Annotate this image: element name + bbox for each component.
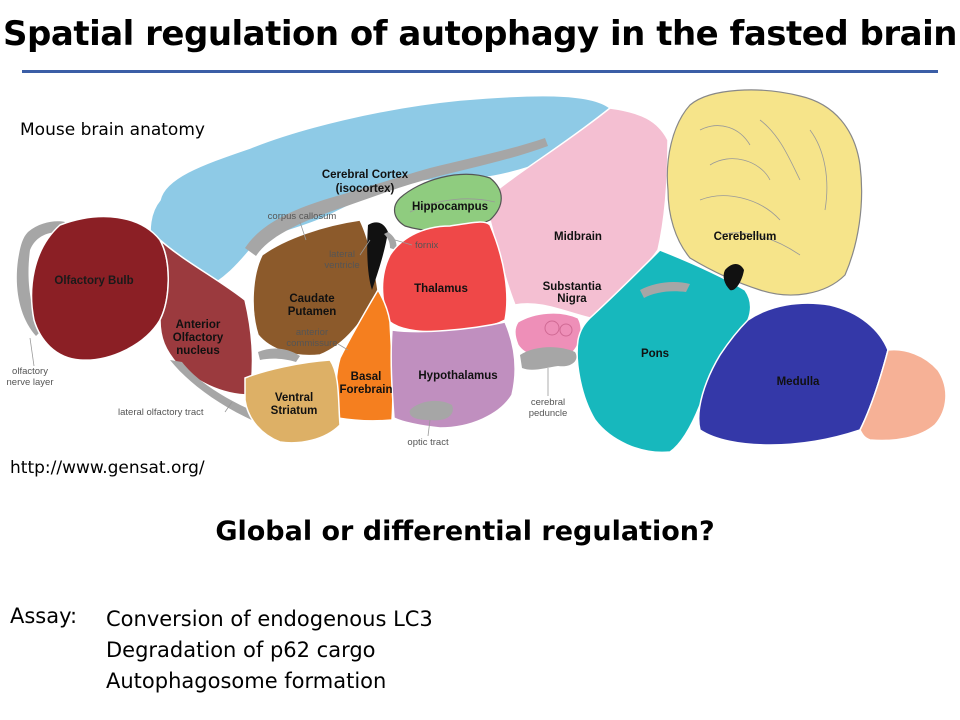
- label-olfactory-nerve-1: olfactory: [12, 366, 48, 377]
- label-aon-3: nucleus: [176, 345, 219, 357]
- leader-anterior-commissure: [337, 343, 349, 351]
- leader-lateral-ventricle: [359, 239, 371, 256]
- substantia-detail-2: [559, 323, 573, 337]
- structure-lateral-ventricle: [367, 222, 388, 290]
- region-midbrain: [484, 107, 669, 319]
- assay-item: Conversion of endogenous LC3: [106, 607, 433, 631]
- label-cerebral-peduncle-1: cerebral: [531, 397, 565, 408]
- label-optic-tract: optic tract: [407, 437, 449, 448]
- label-ventral-2: Striatum: [271, 405, 318, 417]
- structure-ac-band: [258, 348, 300, 362]
- hippocampus-layer: [409, 198, 496, 213]
- leader-lateral-olfactory-tract: [224, 401, 233, 413]
- label-caudate-1: Caudate: [289, 293, 334, 305]
- label-fornix: fornix: [415, 240, 438, 251]
- label-ventral-1: Ventral: [275, 392, 313, 404]
- research-question: Global or differential regulation?: [215, 516, 715, 547]
- structure-optic-tract: [409, 400, 453, 421]
- label-lateral-ventricle-1: lateral: [329, 249, 355, 260]
- label-lateral-olfactory-tract: lateral olfactory tract: [118, 407, 204, 418]
- cerebellum-folia: [699, 119, 828, 256]
- brain-anatomy-diagram: Cerebral Cortex (isocortex) Hippocampus …: [7, 89, 947, 454]
- region-anterior-olfactory-nucleus: [159, 239, 254, 396]
- structure-olfactory-nerve-layer: [16, 221, 65, 336]
- label-aon-1: Anterior: [176, 319, 221, 331]
- title-divider: [22, 70, 938, 73]
- structure-pons-tract: [640, 282, 690, 298]
- label-substantia-1: Substantia: [543, 281, 602, 293]
- label-midbrain: Midbrain: [554, 231, 602, 243]
- label-basal-2: Forebrain: [339, 384, 392, 396]
- label-caudate-2: Putamen: [288, 306, 337, 318]
- region-cerebellum: [666, 89, 863, 296]
- label-thalamus: Thalamus: [414, 283, 468, 295]
- assay-label: Assay:: [10, 604, 78, 628]
- structure-corpus-callosum: [245, 138, 548, 256]
- structure-fourth-ventricle: [723, 264, 744, 291]
- assay-item: Autophagosome formation: [106, 669, 387, 693]
- label-olfactory-bulb: Olfactory Bulb: [54, 275, 133, 287]
- leader-optic-tract: [427, 419, 431, 437]
- structure-cerebral-peduncle: [520, 347, 577, 370]
- label-cerebral-cortex: Cerebral Cortex: [322, 169, 409, 181]
- slide-title: Spatial regulation of autophagy in the f…: [3, 14, 957, 54]
- region-olfactory-bulb: [30, 215, 169, 361]
- label-cerebral-cortex-sub: (isocortex): [336, 183, 395, 195]
- substantia-detail-1: [544, 320, 560, 336]
- leader-fornix: [394, 239, 413, 246]
- figure-caption: Mouse brain anatomy: [20, 120, 205, 140]
- label-substantia-2: Nigra: [557, 293, 587, 305]
- label-corpus-callosum: corpus callosum: [268, 211, 337, 222]
- label-anterior-commissure-1: anterior: [296, 327, 328, 338]
- label-cerebellum: Cerebellum: [714, 231, 777, 243]
- label-anterior-commissure-2: commissure: [286, 338, 337, 349]
- leader-olfactory-nerve: [29, 337, 35, 367]
- label-hypothalamus: Hypothalamus: [418, 370, 497, 382]
- figure-source-link[interactable]: http://www.gensat.org/: [10, 458, 205, 478]
- leader-corpus-callosum: [299, 221, 307, 241]
- region-spinal-cord: [859, 348, 947, 442]
- assay-item: Degradation of p62 cargo: [106, 638, 376, 662]
- structure-fornix: [384, 232, 397, 250]
- label-olfactory-nerve-2: nerve layer: [7, 377, 54, 388]
- region-hypothalamus: [390, 321, 516, 429]
- region-hippocampus: [394, 173, 502, 232]
- region-ventral-striatum: [244, 359, 341, 444]
- label-lateral-ventricle-2: ventricle: [324, 260, 359, 271]
- label-cerebral-peduncle-2: peduncle: [529, 408, 568, 419]
- label-medulla: Medulla: [777, 376, 820, 388]
- region-medulla: [697, 302, 889, 446]
- assay-list: Conversion of endogenous LC3 Degradation…: [106, 604, 433, 697]
- label-pons: Pons: [641, 348, 669, 360]
- label-hippocampus: Hippocampus: [412, 201, 488, 213]
- region-thalamus: [381, 221, 508, 333]
- label-basal-1: Basal: [351, 371, 382, 383]
- region-basal-forebrain: [335, 288, 394, 422]
- label-aon-2: Olfactory: [173, 332, 224, 344]
